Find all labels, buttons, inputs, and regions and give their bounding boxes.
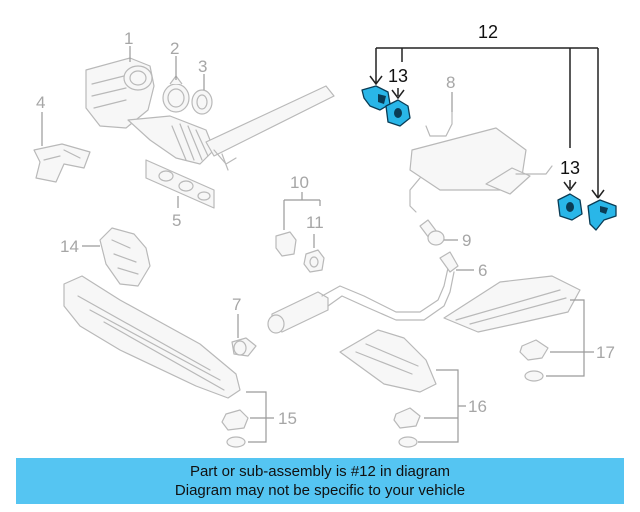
callout-6: 6 <box>478 261 487 280</box>
info-banner: Part or sub-assembly is #12 in diagram D… <box>16 458 624 504</box>
part-11-rubber-mount <box>303 249 325 273</box>
callout-14: 14 <box>60 237 79 256</box>
part-8-rear-muffler <box>409 111 553 213</box>
part-17-large-heat-shield <box>443 275 581 382</box>
callout-4: 4 <box>36 93 45 112</box>
callout-1: 1 <box>124 29 133 48</box>
part-2-clamp <box>162 75 190 113</box>
part-15-long-heat-shield <box>63 275 249 448</box>
part-4-bracket <box>33 143 91 183</box>
part-7-clamp <box>231 337 257 357</box>
callout-16: 16 <box>468 397 487 416</box>
callout-2: 2 <box>170 39 179 58</box>
callout-17: 17 <box>596 343 615 362</box>
part-10-hanger <box>275 231 297 257</box>
part-13-rubber-mount-right <box>557 193 583 221</box>
part-14-heat-shield <box>99 227 151 287</box>
callout-12: 12 <box>478 22 498 42</box>
part-12-bracket-left <box>361 85 391 111</box>
callout-5: 5 <box>172 211 181 230</box>
part-12-bracket-right <box>587 199 617 231</box>
part-5-flange-gasket <box>145 159 215 209</box>
part-6-middle-pipe-resonator <box>267 251 459 334</box>
part-3-gasket <box>191 89 213 115</box>
part-9-pipe-clamp <box>419 219 445 246</box>
part-13-rubber-mount-left <box>385 99 411 127</box>
callout-10: 10 <box>290 173 309 192</box>
part-1-catalytic-converter <box>85 57 335 171</box>
callout-8: 8 <box>446 73 455 92</box>
part-16-heat-shield <box>339 329 437 448</box>
banner-line-1: Part or sub-assembly is #12 in diagram <box>189 463 451 480</box>
callout-13-right: 13 <box>560 158 580 178</box>
callout-15: 15 <box>278 409 297 428</box>
callout-11: 11 <box>306 213 324 232</box>
callout-9: 9 <box>462 231 471 250</box>
callout-7: 7 <box>232 295 241 314</box>
banner-line-2: Diagram may not be specific to your vehi… <box>174 482 466 499</box>
callout-13-left: 13 <box>388 66 408 86</box>
callout-3: 3 <box>198 57 207 76</box>
